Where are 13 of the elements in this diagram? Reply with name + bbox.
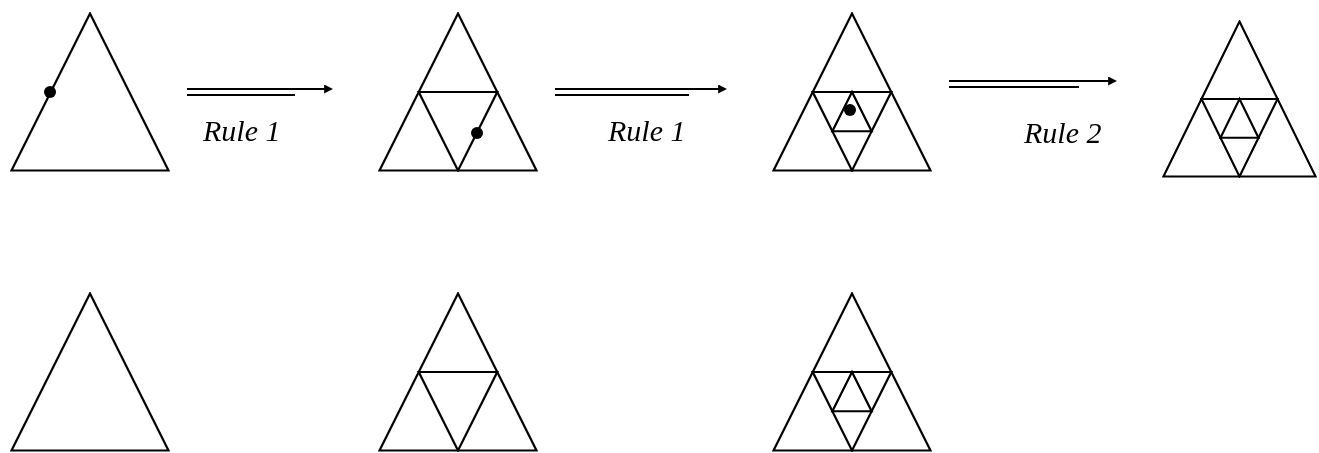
double-arrow: [186, 84, 334, 96]
double-arrow: [554, 84, 728, 96]
edge-label: Rule 1: [608, 116, 686, 146]
triangle-drawing: [1162, 20, 1317, 178]
double-arrow: [948, 76, 1118, 88]
triangle-drawing: [772, 12, 932, 172]
triangle-drawing: [10, 12, 170, 172]
edge-label: Rule 2: [1024, 118, 1102, 148]
triangle-drawing: [10, 292, 170, 452]
triangle-drawing: [378, 12, 538, 172]
edge-label: Rule 1: [203, 116, 281, 146]
triangle-drawing: [378, 292, 538, 452]
triangle-drawing: [772, 292, 932, 452]
